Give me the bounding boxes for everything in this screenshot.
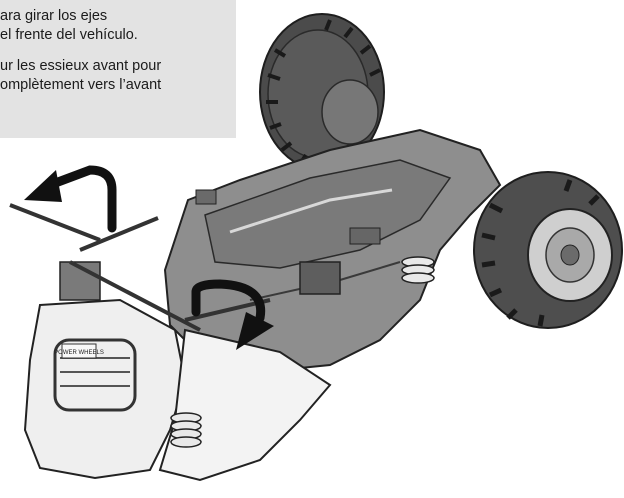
rotate-counterclockwise-arrow	[24, 165, 117, 233]
spanish-line-2: el frente del vehículo.	[0, 27, 138, 43]
axle-rods	[9, 203, 271, 332]
spanish-line-1: ara girar los ejes	[0, 8, 108, 24]
chassis-body	[163, 128, 502, 374]
french-line-1: ur les essieux avant pour	[0, 58, 162, 74]
front-bumper: POWER WHEELS	[23, 261, 332, 482]
right-wheel	[473, 171, 623, 329]
rear-wheel-top	[259, 13, 385, 171]
french-line-2: omplètement vers l’avant	[0, 77, 162, 93]
rotate-clockwise-arrow	[191, 279, 274, 350]
instruction-panel: ara girar los ejes el frente del vehícul…	[0, 0, 236, 138]
brand-badge: POWER WHEELS	[54, 350, 104, 356]
